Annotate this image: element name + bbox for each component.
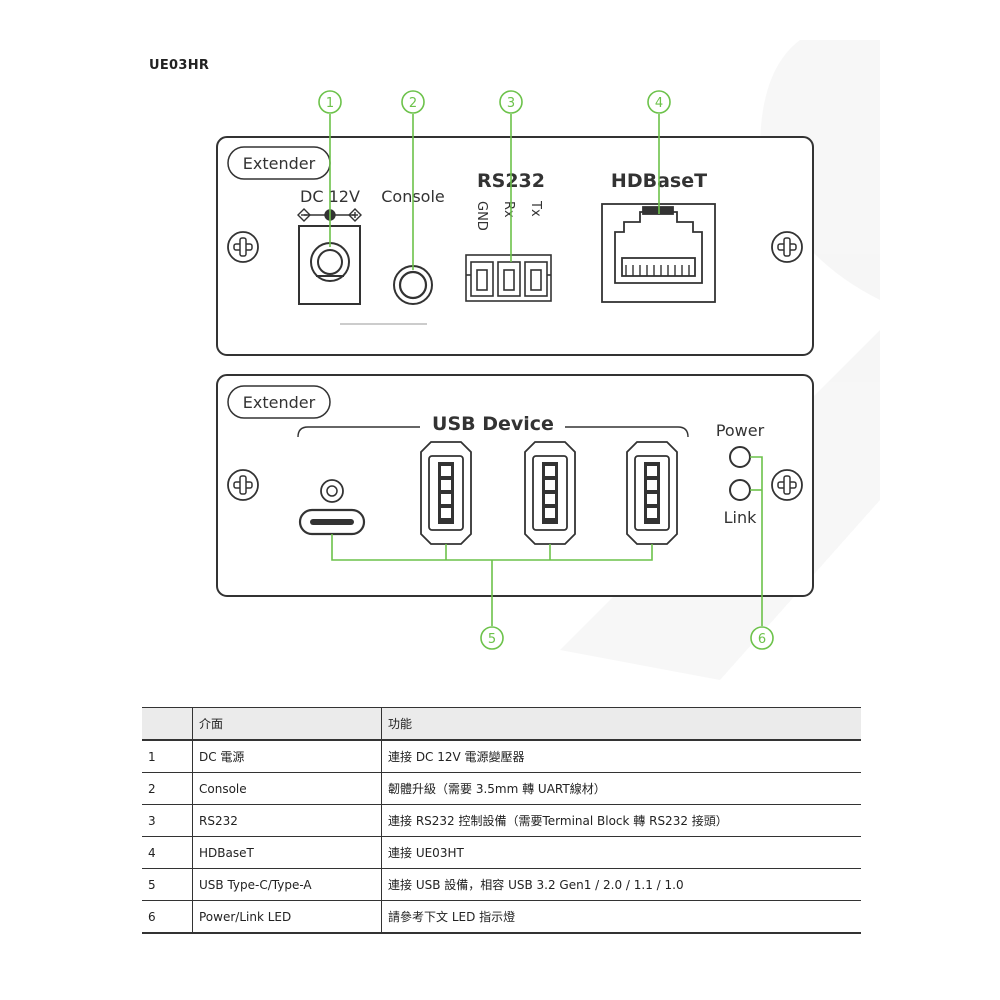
usb-title: USB Device — [432, 413, 554, 435]
row-function: 連接 UE03HT — [381, 836, 861, 869]
link-label: Link — [724, 508, 758, 527]
usb-a-port-icon — [420, 441, 472, 545]
front-panel: Extender DC 12V — [216, 136, 814, 356]
row-interface: RS232 — [192, 804, 382, 837]
row-no: 3 — [142, 804, 193, 837]
screw-icon — [227, 231, 259, 263]
terminal-block-icon — [465, 254, 552, 302]
svg-text:4: 4 — [655, 96, 663, 111]
svg-text:6: 6 — [758, 632, 766, 647]
header-no — [142, 707, 193, 741]
row-no: 2 — [142, 772, 193, 805]
row-function: 連接 USB 設備，相容 USB 3.2 Gen1 / 2.0 / 1.1 / … — [381, 868, 861, 901]
table-header-row: 介面 功能 — [142, 707, 861, 741]
row-function: 連接 DC 12V 電源變壓器 — [381, 740, 861, 773]
row-interface: HDBaseT — [192, 836, 382, 869]
rj45-port-icon — [601, 203, 716, 303]
device-diagram: Extender DC 12V — [216, 90, 814, 650]
svg-text:3: 3 — [507, 96, 515, 111]
screw-icon — [227, 469, 259, 501]
row-function: 請參考下文 LED 指示燈 — [381, 900, 861, 934]
rear-panel: Extender USB Device — [216, 374, 814, 597]
console-jack-icon — [393, 265, 433, 305]
row-interface: Console — [192, 772, 382, 805]
screw-icon — [771, 469, 803, 501]
callout-4: 4 — [647, 90, 671, 114]
callout-lines-rear — [331, 456, 763, 626]
model-title: UE03HR — [149, 58, 210, 73]
rear-extender-tag — [227, 385, 331, 419]
power-label: Power — [716, 421, 765, 440]
power-led-icon — [729, 446, 751, 468]
table-row: 5 USB Type-C/Type-A 連接 USB 設備，相容 USB 3.2… — [142, 868, 861, 901]
svg-text:2: 2 — [409, 96, 417, 111]
table-row: 2 Console 韌體升級（需要 3.5mm 轉 UART線材） — [142, 772, 861, 805]
callout-lines-front — [329, 114, 660, 270]
screw-icon — [771, 231, 803, 263]
row-interface: Power/Link LED — [192, 900, 382, 934]
row-function: 連接 RS232 控制設備（需要Terminal Block 轉 RS232 接… — [381, 804, 861, 837]
rear-extender-label: Extender — [243, 393, 316, 412]
front-extender-label: Extender — [243, 154, 316, 173]
row-no: 1 — [142, 740, 193, 773]
svg-text:1: 1 — [326, 96, 334, 111]
callout-1: 1 — [318, 90, 342, 114]
rs232-pin-rx: Rx — [501, 201, 516, 218]
row-function: 韌體升級（需要 3.5mm 轉 UART線材） — [381, 772, 861, 805]
usb-c-port-icon — [298, 479, 366, 536]
callout-6: 6 — [750, 626, 774, 650]
header-interface: 介面 — [192, 707, 382, 741]
usb-bracket — [297, 426, 689, 438]
row-no: 5 — [142, 868, 193, 901]
interface-table: 介面 功能 1 DC 電源 連接 DC 12V 電源變壓器 2 Console … — [142, 707, 861, 934]
row-interface: DC 電源 — [192, 740, 382, 773]
row-no: 4 — [142, 836, 193, 869]
row-no: 6 — [142, 900, 193, 934]
usb-a-port-icon — [524, 441, 576, 545]
callout-3: 3 — [499, 90, 523, 114]
svg-text:5: 5 — [488, 632, 496, 647]
usb-a-port-icon — [626, 441, 678, 545]
table-row: 6 Power/Link LED 請參考下文 LED 指示燈 — [142, 900, 861, 934]
table-row: 3 RS232 連接 RS232 控制設備（需要Terminal Block 轉… — [142, 804, 861, 837]
callout-2: 2 — [401, 90, 425, 114]
header-function: 功能 — [381, 707, 861, 741]
callout-5: 5 — [480, 626, 504, 650]
row-interface: USB Type-C/Type-A — [192, 868, 382, 901]
rs232-pin-gnd: GND — [474, 201, 489, 231]
rs232-pin-tx: Tx — [528, 200, 543, 217]
link-led-icon — [729, 479, 751, 501]
table-row: 4 HDBaseT 連接 UE03HT — [142, 836, 861, 869]
table-row: 1 DC 電源 連接 DC 12V 電源變壓器 — [142, 740, 861, 773]
